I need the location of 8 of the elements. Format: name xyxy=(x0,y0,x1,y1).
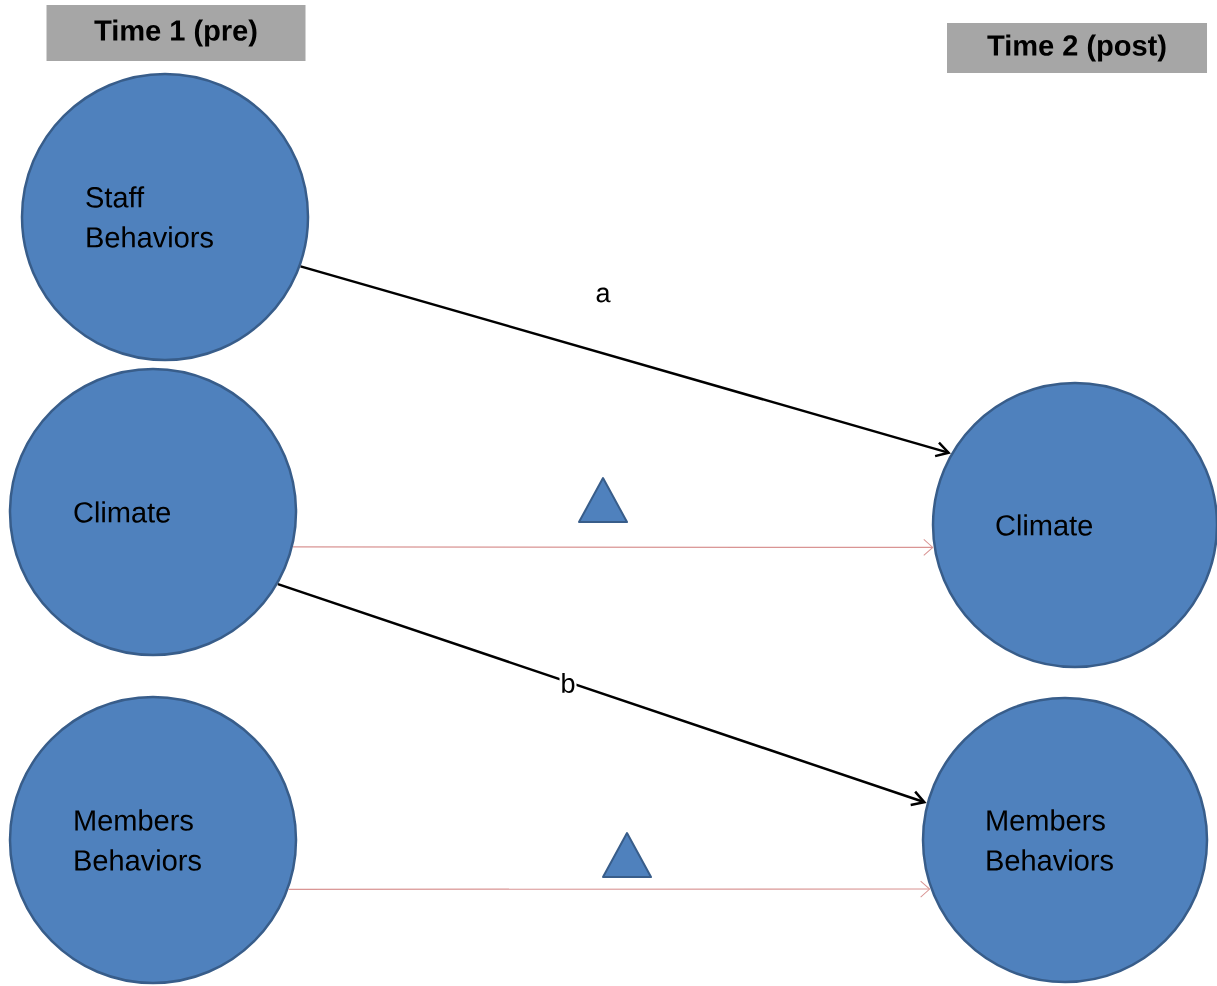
arrow xyxy=(292,538,934,556)
arrow xyxy=(287,880,931,898)
header-box: Time 2 (post) xyxy=(947,23,1207,73)
arrow xyxy=(300,265,951,458)
arrow xyxy=(277,582,927,807)
header-box: Time 1 (pre) xyxy=(46,5,306,61)
edge-label: b xyxy=(559,672,577,694)
edge-label: a xyxy=(594,286,612,304)
